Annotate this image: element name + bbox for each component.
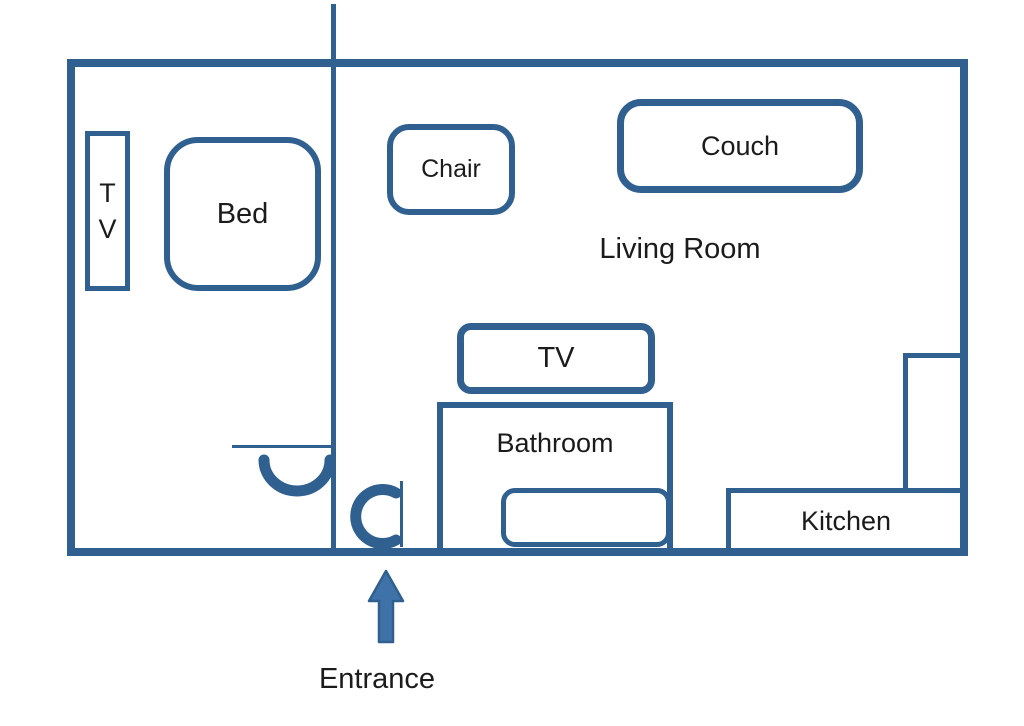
bathroom-label: Bathroom (496, 428, 614, 458)
entrance-arrow-icon (367, 569, 405, 644)
bedroom-tv-label: T V (98, 178, 117, 244)
living-room-tv-label: TV (537, 342, 575, 374)
kitchen-counter-extension (903, 353, 966, 493)
interior-wall (331, 4, 336, 554)
entrance-label: Entrance (318, 663, 436, 695)
kitchen-counter: Kitchen (726, 488, 966, 554)
chair-label: Chair (421, 155, 481, 183)
living-room-tv: TV (457, 323, 655, 394)
couch-label: Couch (700, 130, 780, 161)
bed: Bed (164, 137, 321, 291)
bedroom-tv: T V (85, 131, 130, 291)
bathtub (501, 488, 671, 547)
bathroom: Bathroom (437, 402, 673, 554)
couch: Couch (617, 99, 863, 193)
bed-label: Bed (216, 197, 269, 230)
entrance-door-leaf (400, 481, 403, 547)
living-room-label: Living Room (599, 233, 761, 265)
chair: Chair (387, 124, 515, 215)
kitchen-label: Kitchen (800, 505, 892, 536)
bedroom-door-leaf (232, 445, 331, 448)
